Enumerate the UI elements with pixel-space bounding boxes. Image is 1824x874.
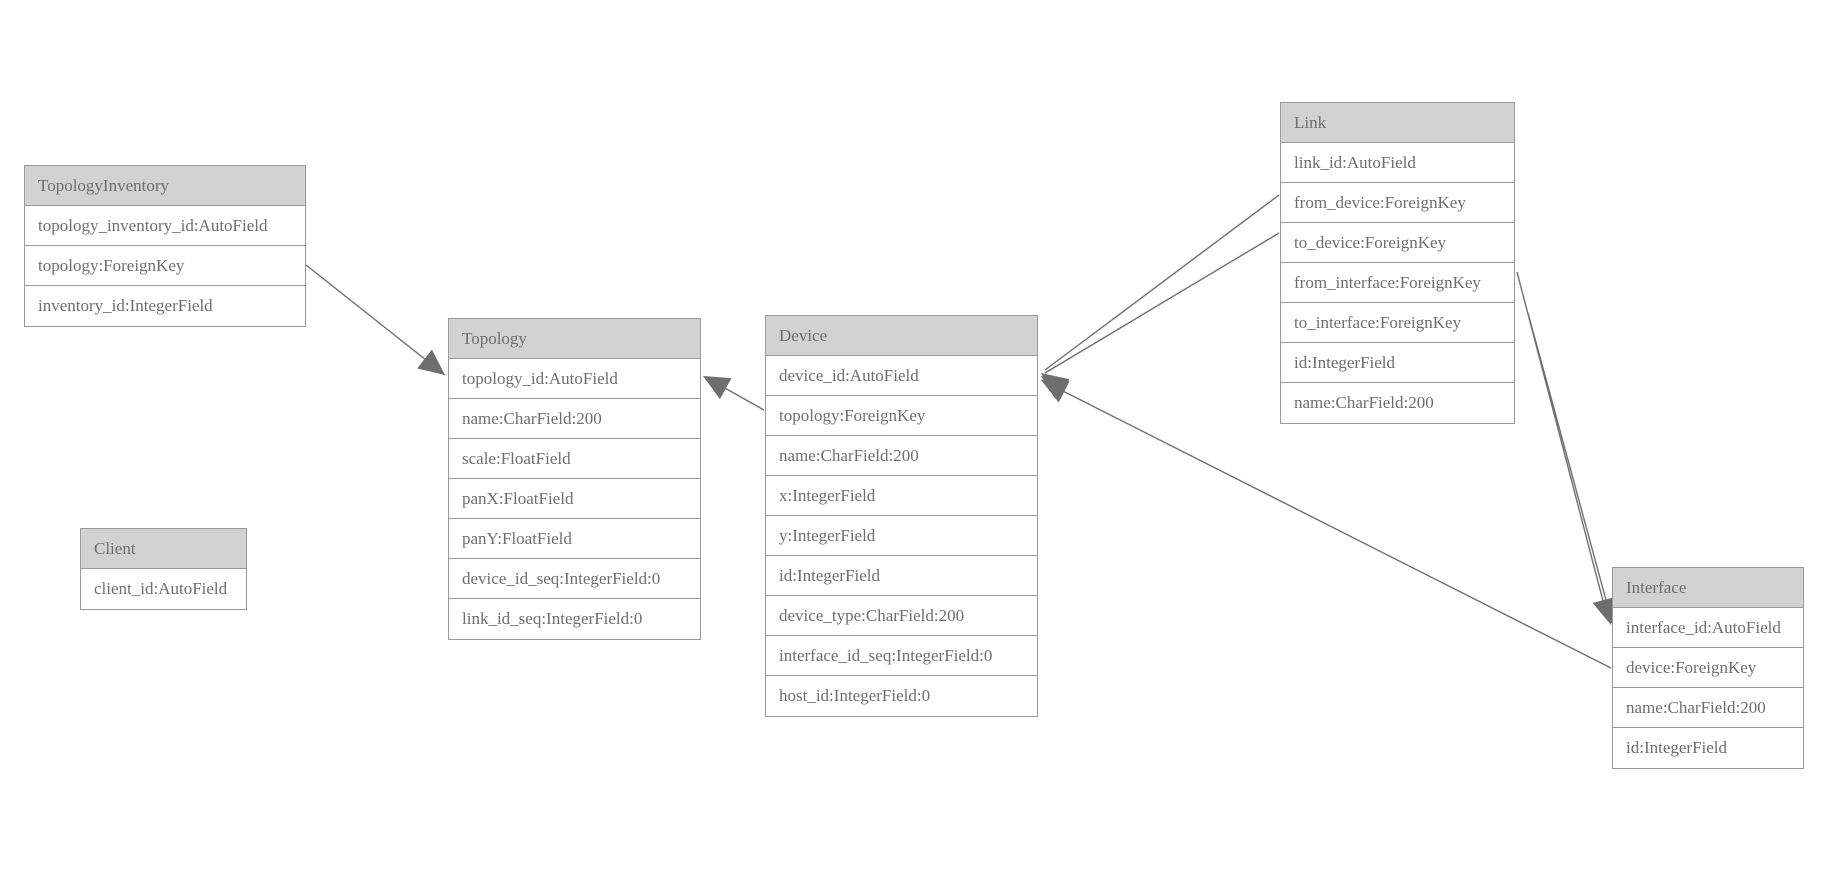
relationship-arrowhead [1041,373,1069,399]
field-row[interactable]: y:IntegerField [766,516,1037,556]
relationship-line [1044,381,1612,669]
relationship-line [305,264,446,376]
entity-title-client: Client [81,529,246,569]
entity-title-interface: Interface [1613,568,1803,608]
field-row[interactable]: inventory_id:IntegerField [38,296,213,315]
field-row[interactable]: topology:ForeignKey [766,396,1037,436]
field-row[interactable]: x:IntegerField [766,476,1037,516]
relationship-line [1516,271,1609,621]
field-row[interactable]: to_interface:ForeignKey [1281,303,1514,343]
field-row[interactable]: id:IntegerField [1626,738,1728,757]
field-row[interactable]: topology_id:AutoField [449,359,700,399]
field-row[interactable]: device_type:CharField:200 [766,596,1037,636]
field-row[interactable]: from_device:ForeignKey [1281,183,1514,223]
field-row[interactable]: panY:FloatField [449,519,700,559]
field-row[interactable]: client_id:AutoField [94,579,228,598]
field-row[interactable]: topology_inventory_id:AutoField [25,206,305,246]
field-row[interactable]: interface_id:AutoField [1613,608,1803,648]
rel-link-todevice-device [1041,232,1280,400]
field-row[interactable]: panX:FloatField [449,479,700,519]
field-row[interactable]: name:CharField:200 [1613,688,1803,728]
relationship-line [1044,232,1280,374]
rel-topologyinventory-topology [305,264,446,376]
field-row[interactable]: name:CharField:200 [766,436,1037,476]
field-row[interactable]: topology:ForeignKey [25,246,305,286]
entity-title-topology: Topology [449,319,700,359]
entity-title-topology_inventory: TopologyInventory [25,166,305,206]
field-row[interactable]: device_id:AutoField [766,356,1037,396]
field-row[interactable]: link_id_seq:IntegerField:0 [462,609,643,628]
relationship-arrowhead [1041,380,1070,403]
field-row[interactable]: device:ForeignKey [1613,648,1803,688]
rel-link-fromdevice-device [1041,194,1280,399]
relationship-line [1044,194,1280,371]
field-row[interactable]: id:IntegerField [766,556,1037,596]
rel-link-frominterface-interface [1516,271,1616,625]
field-row[interactable]: link_id:AutoField [1281,143,1514,183]
field-row[interactable]: id:IntegerField [1281,343,1514,383]
rel-device-topology [703,376,765,411]
field-row[interactable]: host_id:IntegerField:0 [779,686,931,705]
field-row[interactable]: to_device:ForeignKey [1281,223,1514,263]
field-row[interactable]: from_interface:ForeignKey [1281,263,1514,303]
field-row[interactable]: scale:FloatField [449,439,700,479]
relationship-arrowhead [703,376,732,400]
entity-client[interactable]: Client client_id:AutoField [80,528,247,610]
field-row[interactable]: interface_id_seq:IntegerField:0 [766,636,1037,676]
field-row[interactable]: name:CharField:200 [1294,393,1434,412]
entity-title-device: Device [766,316,1037,356]
relationship-line [706,377,765,411]
entity-title-link: Link [1281,103,1514,143]
relationship-arrowhead [1041,376,1070,400]
field-list-client: client_id:AutoField [81,569,246,609]
field-row[interactable]: name:CharField:200 [449,399,700,439]
relationship-line [1527,312,1613,623]
field-row[interactable]: device_id_seq:IntegerField:0 [449,559,700,599]
